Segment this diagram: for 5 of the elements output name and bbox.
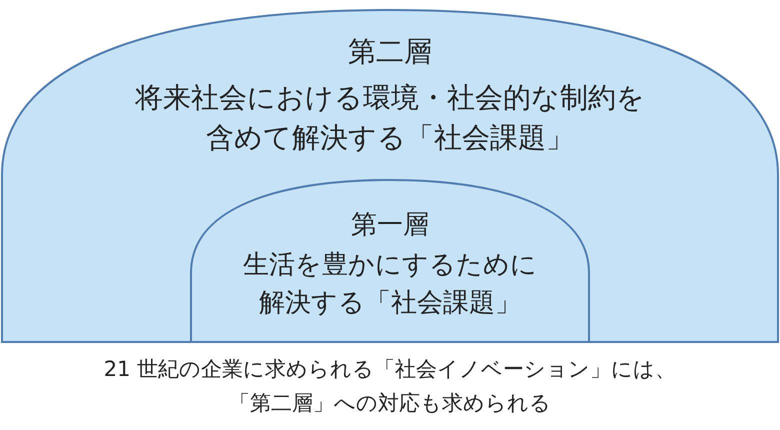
layer-description: 将来社会における環境・社会的な制約を含めて解決する「社会課題」 bbox=[134, 80, 646, 156]
layer-description: 生活を豊かにするために解決する「社会課題」 bbox=[242, 249, 538, 320]
caption: 21 世紀の企業に求められる「社会イノベーション」には、「第二層」への対応も求められる bbox=[102, 356, 678, 417]
layer-heading: 第一層 bbox=[351, 209, 429, 242]
layer-heading: 第二層 bbox=[348, 34, 432, 70]
